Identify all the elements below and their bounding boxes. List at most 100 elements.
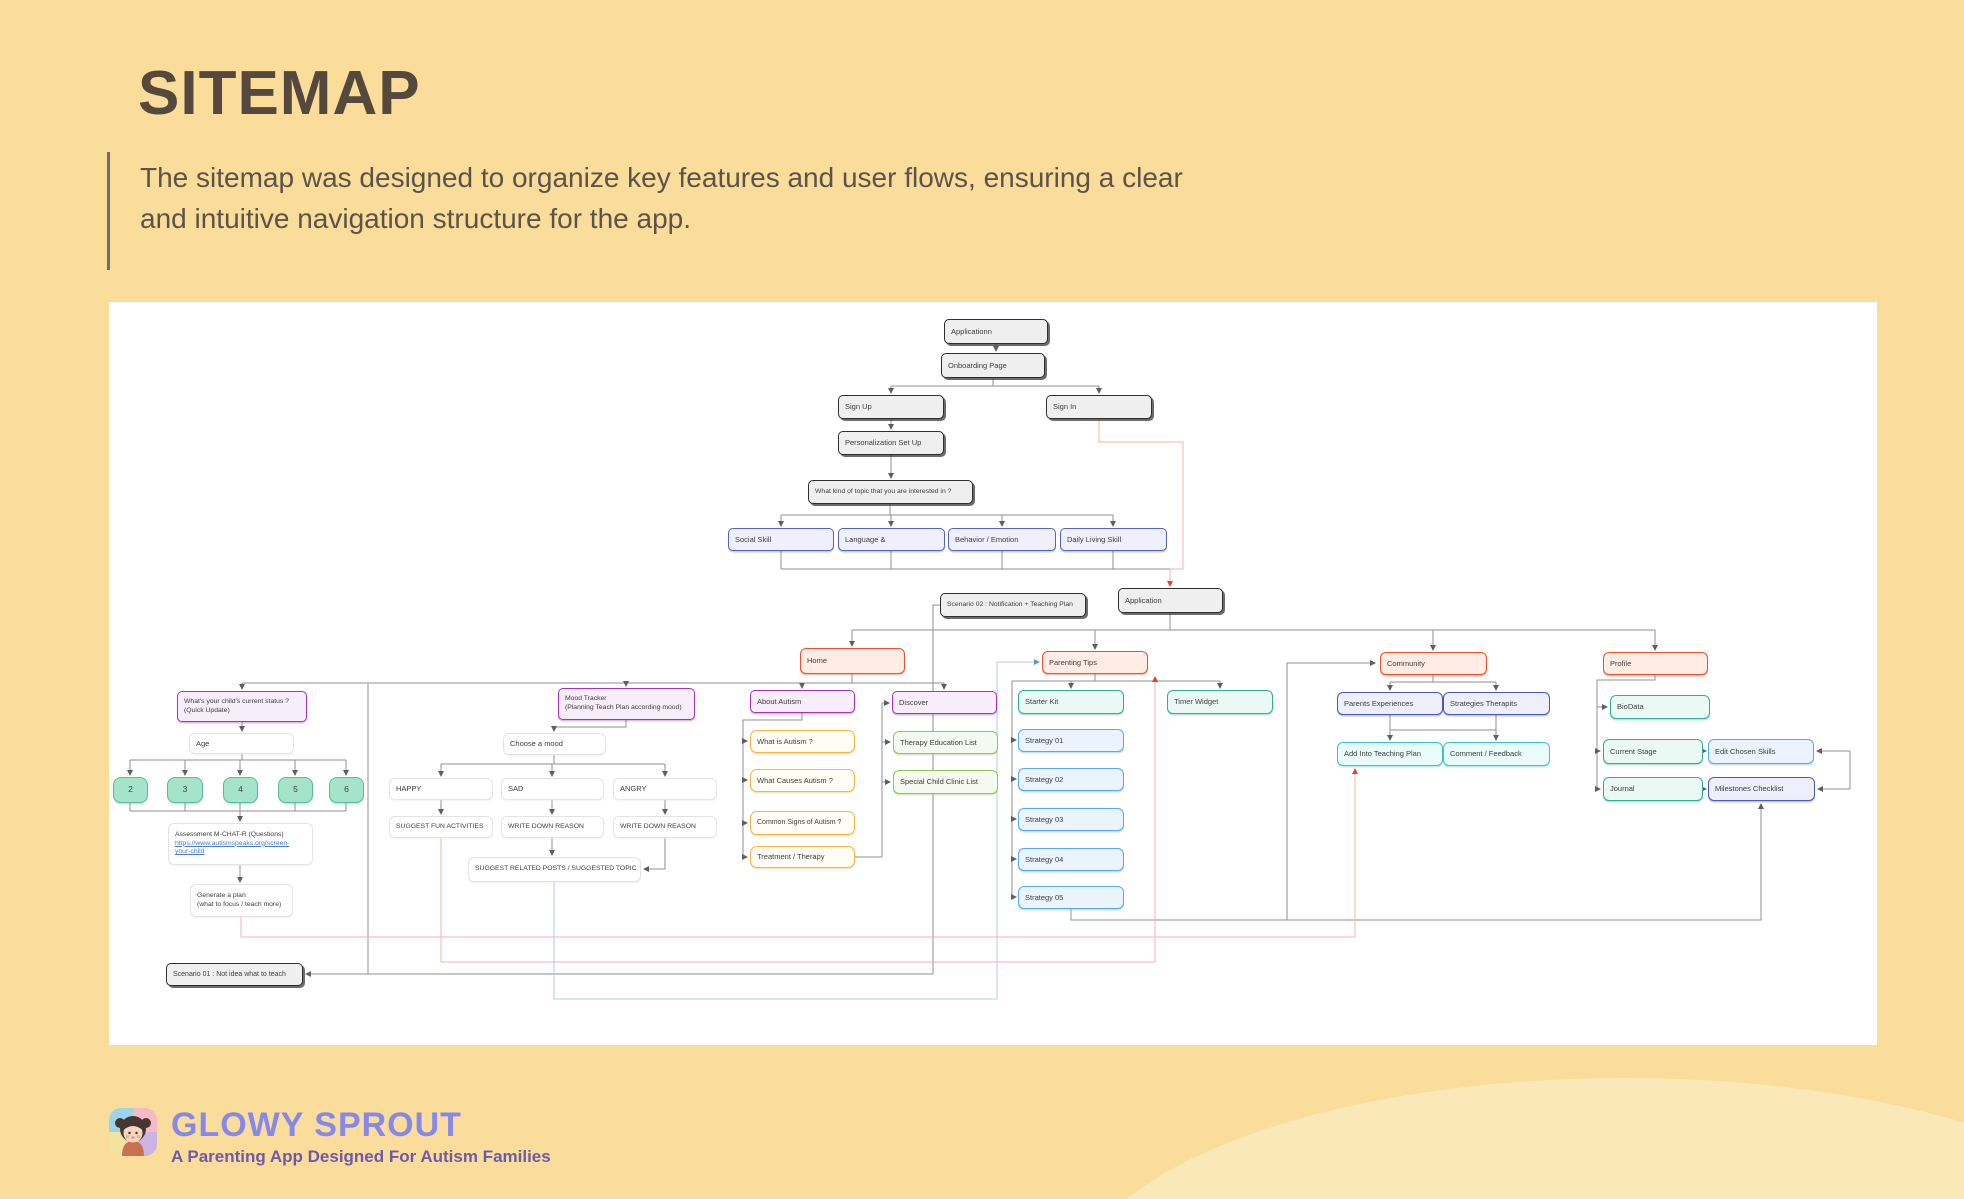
node-assessment-mchatr: Assessment M-CHAT-R (Questions)https://w… (168, 823, 313, 865)
node-generate-a-plan: Generate a plan (what to focus / teach m… (190, 884, 293, 917)
node-label: Sign In (1053, 402, 1077, 412)
node-social-skill: Social Skill (728, 528, 834, 551)
node-community: Community (1380, 652, 1487, 675)
node-label: Parents Experiences (1344, 698, 1414, 708)
node-label: 6 (344, 784, 349, 795)
node-label: Comment / Feedback (1450, 749, 1522, 759)
node-daily-living-skill: Daily Living Skill (1060, 528, 1167, 551)
node-label: Treatment / Therapy (757, 852, 825, 862)
node-label: Behavior / Emotion (955, 534, 1019, 544)
node-label: Age (196, 738, 210, 748)
node-timer-widget: Timer Widget (1167, 690, 1273, 714)
node-application: Application (1118, 588, 1223, 613)
node-label: Scenario 01 : Not idea what to teach (173, 970, 286, 978)
node-sad: SAD (501, 778, 604, 800)
node-strategy-02: Strategy 02 (1018, 768, 1124, 791)
node-treatment-therapy: Treatment / Therapy (750, 846, 855, 868)
node-milestones-checklist: Milestones Checklist (1708, 777, 1815, 801)
node-age-4: 4 (223, 777, 258, 803)
node-age-3: 3 (167, 777, 203, 803)
glowy-sprout-logo-icon (109, 1108, 157, 1156)
node-label: What's your child's current status ? (Qu… (184, 697, 289, 714)
node-label: WRITE DOWN REASON (620, 822, 696, 830)
node-label: What Causes Autism ? (757, 775, 833, 785)
node-label: Current Stage (1610, 746, 1657, 756)
node-label: About Autism (757, 696, 802, 706)
node-child-status: What's your child's current status ? (Qu… (177, 691, 307, 722)
node-label: Strategy 01 (1025, 735, 1064, 745)
node-applicationn: Applicationn (944, 319, 1048, 344)
node-topic-question: What kind of topic that you are interest… (808, 480, 973, 504)
node-happy: HAPPY (389, 778, 493, 800)
node-label: Edit Chosen Skills (1715, 746, 1776, 756)
node-label: 3 (182, 784, 188, 795)
node-age-5: 5 (278, 777, 313, 803)
node-special-child-clinic-list: Special Child Clinic List (893, 770, 998, 794)
page-title: SITEMAP (138, 59, 421, 128)
description-text: The sitemap was designed to organize key… (140, 162, 1183, 234)
node-label: SUGGEST FUN ACTIVITIES (396, 822, 484, 830)
brand-name: GLOWY SPROUT (171, 1106, 462, 1144)
node-label: Journal (1610, 784, 1635, 794)
node-label: Starter Kit (1025, 697, 1059, 707)
node-label: Choose a mood (510, 739, 563, 749)
node-write-down-reason-1: WRITE DOWN REASON (501, 816, 604, 838)
node-label: SAD (508, 784, 524, 794)
node-current-stage: Current Stage (1603, 739, 1703, 764)
autismspeaks-link[interactable]: https://www.autismspeaks.org/screen- you… (175, 839, 290, 856)
node-age-6: 6 (329, 777, 364, 803)
node-label: Onboarding Page (948, 360, 1007, 370)
node-label: Parenting Tips (1049, 657, 1097, 667)
node-label: Applicationn (951, 326, 992, 336)
node-write-down-reason-2: WRITE DOWN REASON (613, 816, 717, 838)
node-label: SUGGEST RELATED POSTS / SUGGESTED TOPIC (475, 865, 637, 873)
node-label: Common Signs of Autism ? (757, 819, 842, 827)
node-sign-up: Sign Up (838, 395, 944, 419)
node-scenario-01: Scenario 01 : Not idea what to teach (166, 963, 303, 986)
node-label: Milestones Checklist (1715, 784, 1784, 794)
node-common-signs: Common Signs of Autism ? (750, 811, 855, 835)
node-onboarding-page: Onboarding Page (941, 353, 1045, 378)
node-label: Sign Up (845, 402, 872, 412)
node-label: Strategy 03 (1025, 814, 1064, 824)
node-home: Home (800, 648, 905, 674)
node-label: Personalization Set Up (845, 438, 922, 448)
node-label: Language & (845, 534, 886, 544)
node-parenting-tips: Parenting Tips (1042, 651, 1148, 674)
node-label: Social Skill (735, 534, 772, 544)
node-label: Strategy 02 (1025, 774, 1064, 784)
node-label: What kind of topic that you are interest… (815, 487, 952, 495)
node-sign-in: Sign In (1046, 395, 1152, 419)
node-label: Community (1387, 658, 1425, 668)
node-angry: ANGRY (613, 778, 717, 800)
node-label: Timer Widget (1174, 697, 1219, 707)
node-label: Special Child Clinic List (900, 777, 978, 787)
node-age-2: 2 (113, 777, 148, 803)
node-strategy-05: Strategy 05 (1018, 886, 1124, 909)
connector-lines (127, 344, 1851, 1000)
node-label: Profile (1610, 658, 1632, 668)
node-label: Daily Living Skill (1067, 534, 1122, 544)
node-label: BioData (1617, 702, 1644, 712)
node-label: Strategy 04 (1025, 854, 1064, 864)
node-what-causes-autism: What Causes Autism ? (750, 769, 855, 792)
node-label: ANGRY (620, 784, 647, 794)
corner-decoration (1075, 1078, 1964, 1199)
node-label: WRITE DOWN REASON (508, 822, 584, 830)
node-label: Assessment M-CHAT-R (Questions) (175, 830, 284, 838)
node-comment-feedback: Comment / Feedback (1443, 742, 1550, 766)
brand-footer: GLOWY SPROUT A Parenting App Designed Fo… (109, 1106, 551, 1167)
node-therapy-education-list: Therapy Education List (893, 731, 998, 754)
node-strategy-01: Strategy 01 (1018, 729, 1124, 752)
node-strategy-04: Strategy 04 (1018, 848, 1124, 871)
node-biodata: BioData (1610, 695, 1710, 719)
node-label: Strategy 05 (1025, 892, 1064, 902)
node-label: Mood Tracker (Planning Teach Plan accord… (565, 695, 682, 711)
node-strategies-therapits: Strategies Therapits (1443, 692, 1550, 715)
node-profile: Profile (1603, 652, 1708, 675)
node-scenario-02: Scenario 02 : Notification + Teaching Pl… (940, 593, 1086, 617)
node-label: Therapy Education List (900, 737, 977, 747)
node-mood-tracker: Mood Tracker (Planning Teach Plan accord… (558, 688, 695, 720)
